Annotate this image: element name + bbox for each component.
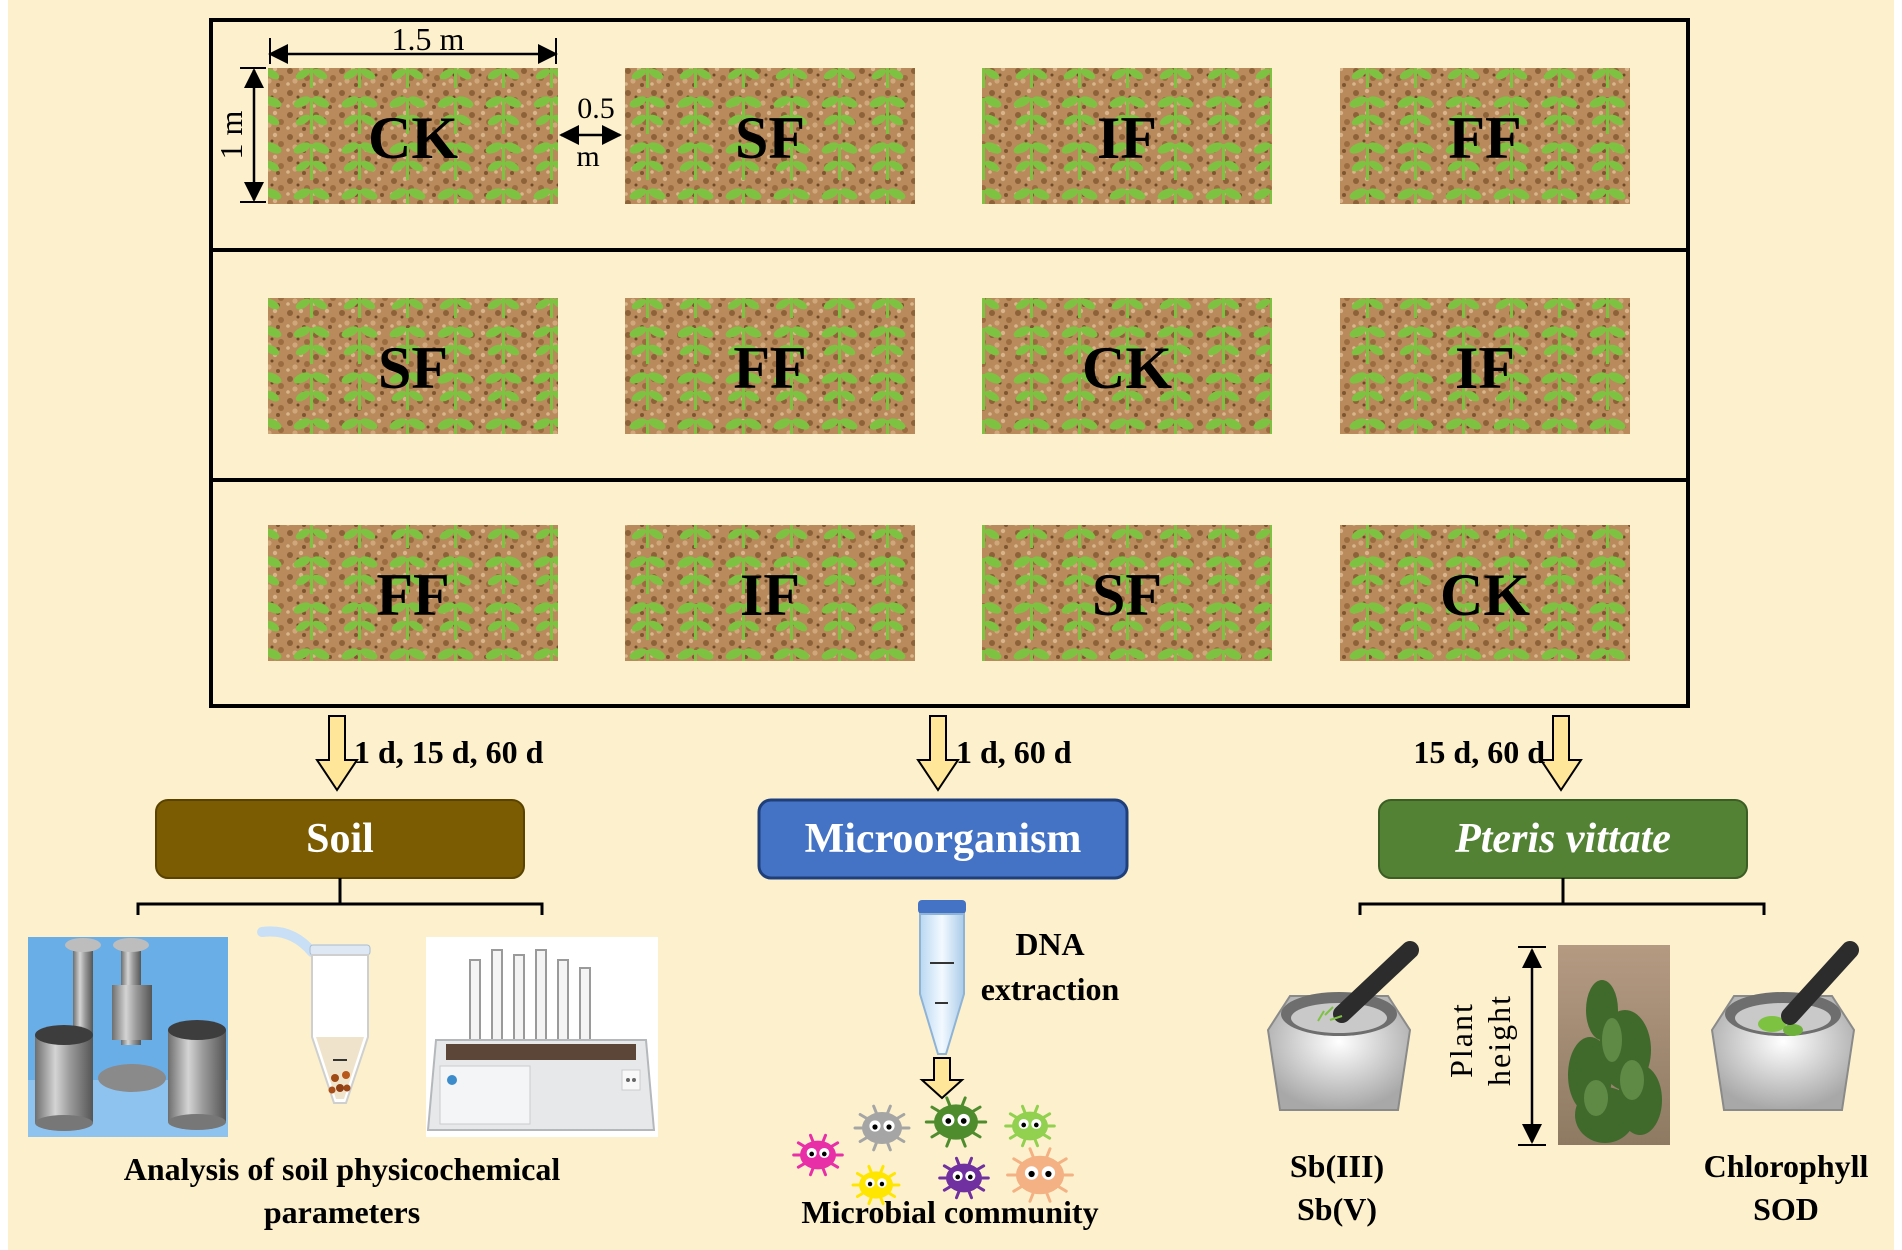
soil-box-label: Soil — [306, 816, 374, 862]
plant-photo-icon — [1558, 945, 1670, 1145]
micro-sampling-arrow — [916, 715, 960, 792]
microbe-icon — [938, 1156, 990, 1200]
field-layout-frame — [209, 18, 1690, 708]
width-dimension-label: 1.5 m — [392, 21, 465, 57]
plot-label: CK — [1082, 335, 1172, 401]
plot-if: IF — [1340, 298, 1630, 434]
micro-sampling-times: 1 d, 60 d — [956, 734, 1072, 770]
soil-ring-sampler-icon — [28, 937, 228, 1137]
plot-seedlings — [625, 68, 915, 204]
plot-grid: CK SF IF FF SF FF CK IF FF IF SF CK — [268, 68, 1630, 661]
plot-seedlings — [982, 68, 1272, 204]
plot-ck: CK — [268, 68, 558, 204]
microorganism-box — [757, 798, 1129, 880]
plot-seedlings — [268, 525, 558, 661]
microbe-icon — [924, 1096, 988, 1148]
plot-ck: CK — [982, 298, 1272, 434]
plot-ff: FF — [625, 298, 915, 434]
dna-to-microbe-arrow — [919, 1057, 965, 1100]
plot-label: CK — [368, 105, 458, 171]
plot-label: CK — [1440, 562, 1530, 628]
chlorophyll-label: Chlorophyll — [1704, 1148, 1869, 1184]
plant-box-label: Pteris vittate — [1454, 816, 1671, 862]
microbe-icon — [853, 1104, 911, 1152]
plant-bracket — [1358, 878, 1766, 915]
gap-dimension-unit: m — [576, 140, 599, 173]
microbe-icon — [851, 1164, 901, 1206]
plot-sf: SF — [982, 525, 1272, 661]
plot-ff: FF — [268, 525, 558, 661]
plot-seedlings — [625, 525, 915, 661]
centrifuge-tube-icon — [257, 926, 371, 1104]
plot-seedlings — [1340, 298, 1630, 434]
soil-bracket — [136, 878, 544, 915]
plot-label: FF — [376, 562, 449, 628]
microbe-icon — [1004, 1104, 1056, 1148]
sb5-label: Sb(V) — [1297, 1191, 1377, 1227]
plot-label: FF — [733, 335, 806, 401]
dna-tube-icon — [918, 900, 966, 1055]
plant-height-label-2: height — [1481, 994, 1517, 1086]
plot-ck: CK — [1340, 525, 1630, 661]
plot-label: SF — [378, 335, 448, 401]
plot-seedlings — [1340, 525, 1630, 661]
digestion-block-icon — [426, 937, 658, 1137]
microbial-community-label: Microbial community — [801, 1194, 1098, 1230]
microbe-icon — [1006, 1147, 1074, 1203]
soil-analysis-label-line1: Analysis of soil physicochemical — [124, 1151, 561, 1187]
plot-seedlings — [1340, 68, 1630, 204]
height-dimension-label: 1 m — [213, 110, 249, 159]
soil-analysis-label-line2: parameters — [264, 1194, 420, 1230]
plot-seedlings — [268, 298, 558, 434]
plot-sf: SF — [625, 68, 915, 204]
plot-label: FF — [1448, 105, 1521, 171]
plot-seedlings — [982, 298, 1272, 434]
plot-seedlings — [625, 298, 915, 434]
plot-if: IF — [982, 68, 1272, 204]
sod-label: SOD — [1753, 1191, 1819, 1227]
plot-sf: SF — [268, 298, 558, 434]
microbe-group — [792, 1096, 1074, 1206]
soil-sampling-times: 1 d, 15 d, 60 d — [354, 734, 544, 770]
plot-label: SF — [1092, 562, 1162, 628]
plant-height-label-1: Plant — [1443, 1002, 1479, 1078]
plant-sampling-times: 15 d, 60 d — [1413, 734, 1545, 770]
gap-dimension-value: 0.5 — [577, 92, 615, 125]
plot-label: SF — [735, 105, 805, 171]
sb3-label: Sb(III) — [1290, 1148, 1384, 1184]
plot-ff: FF — [1340, 68, 1630, 204]
dna-label-line1: DNA — [1015, 926, 1084, 962]
plot-label: IF — [1455, 335, 1515, 401]
plot-if: IF — [625, 525, 915, 661]
plot-seedlings — [982, 525, 1272, 661]
microorganism-box-label: Microorganism — [805, 816, 1082, 862]
plot-seedlings — [268, 68, 558, 204]
plant-sampling-arrow — [1539, 715, 1583, 792]
soil-sampling-arrow — [315, 715, 359, 792]
mortar-pestle-icon — [1710, 941, 1859, 1111]
plot-label: IF — [1097, 105, 1157, 171]
mortar-pestle-icon — [1266, 941, 1419, 1111]
dna-label-line2: extraction — [981, 971, 1120, 1007]
plot-label: IF — [740, 562, 800, 628]
microbe-icon — [792, 1133, 844, 1177]
